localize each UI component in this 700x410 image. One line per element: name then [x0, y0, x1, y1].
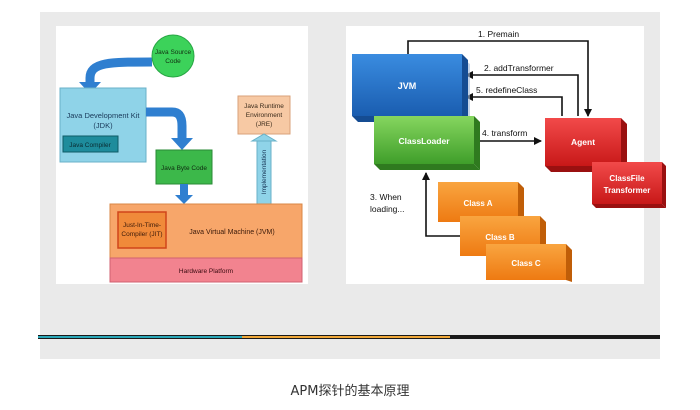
jvm-label: Java Virtual Machine (JVM)	[189, 229, 274, 236]
classloader-node-bottom	[374, 164, 480, 170]
agent-node-label: Agent	[571, 137, 595, 147]
hardware-platform-box	[109, 257, 303, 283]
java-compiler-box	[62, 135, 119, 153]
jdk-to-bytecode-arrow	[146, 107, 187, 140]
redefine-class-label: 5. redefineClass	[476, 85, 537, 95]
bytecode-to-jvm-arrowhead	[175, 195, 193, 204]
java-byte-code-label: Java Byte Code	[161, 165, 207, 172]
divider-bar-left-segment	[38, 336, 242, 338]
agent-node	[545, 118, 621, 166]
jre-box	[237, 95, 291, 135]
premain-label: 1. Premain	[478, 29, 519, 39]
jdk-to-bytecode-arrowhead	[171, 138, 193, 150]
jvm-node-label: JVM	[398, 81, 417, 91]
classloader-node-label: ClassLoader	[398, 136, 450, 146]
when-loading-label-line2: loading...	[370, 204, 405, 214]
divider-bar-middle-segment	[242, 336, 450, 338]
jre-label-line2: Environment	[246, 112, 283, 119]
java-compiler-label: Java Compiler	[69, 142, 111, 149]
java-source-label-line2: Code	[165, 58, 181, 65]
class-b-label: Class B	[485, 233, 515, 242]
classloader-node-side	[474, 116, 480, 170]
jdk-label-line2: (JDK)	[93, 121, 113, 130]
jvm-node	[352, 54, 462, 116]
jit-label-line2: Compiler (JIT)	[121, 231, 162, 238]
classloader-node	[374, 116, 474, 164]
classfile-transformer-node-bottom	[592, 204, 666, 208]
source-to-jdk-arrow	[85, 57, 153, 84]
implementation-label: Implementation	[261, 149, 268, 194]
apm-agent-diagram: JVM ClassLoader Agent ClassFile Transfor…	[346, 26, 666, 284]
java-architecture-diagram: Java Development Kit (JDK) Java Compiler…	[56, 26, 308, 284]
class-c-node	[486, 244, 566, 280]
agent-node-side	[621, 118, 627, 172]
jdk-label-line1: Java Development Kit	[67, 111, 141, 120]
when-loading-arrow	[422, 172, 460, 237]
jvm-node-side	[462, 54, 468, 122]
figure-caption: APM探针的基本原理	[290, 384, 410, 399]
when-loading-label-line1: 3. When	[370, 192, 402, 202]
premain-arrow	[407, 40, 592, 117]
classfile-transformer-node	[592, 162, 662, 204]
class-c-label: Class C	[511, 259, 541, 268]
add-transformer-arrow	[465, 71, 579, 116]
transform-label: 4. transform	[482, 128, 527, 138]
class-a-node	[438, 182, 518, 222]
implementation-arrowhead	[250, 133, 278, 142]
classfile-transformer-label-line2: Transformer	[604, 186, 651, 195]
java-source-label-line1: Java Source	[155, 49, 192, 56]
jre-label-line3: (JRE)	[256, 121, 273, 128]
class-c-node-side	[566, 244, 572, 282]
class-a-label: Class A	[463, 199, 492, 208]
hardware-platform-label: Hardware Platform	[179, 268, 233, 275]
classfile-transformer-label-line1: ClassFile	[609, 174, 645, 183]
add-transformer-label: 2. addTransformer	[484, 63, 554, 73]
jit-label-line1: Just-In-Time-	[123, 222, 161, 229]
classfile-transformer-node-side	[662, 162, 666, 208]
divider-bar	[38, 335, 660, 339]
jit-box	[117, 211, 167, 249]
java-source-code-circle	[151, 34, 195, 78]
jre-label-line1: Java Runtime	[244, 103, 284, 110]
redefine-class-arrow	[465, 93, 563, 116]
